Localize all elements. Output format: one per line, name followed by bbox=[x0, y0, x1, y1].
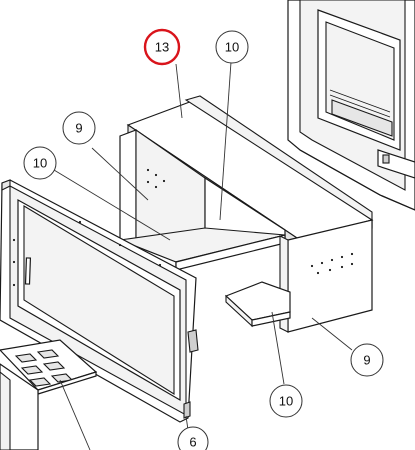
callout-10-bottom: 10 bbox=[269, 384, 303, 418]
callout-9-right: 9 bbox=[350, 343, 384, 377]
door-assembly bbox=[0, 179, 199, 423]
callout-9-left: 9 bbox=[62, 111, 96, 145]
callout-10-top: 10 bbox=[215, 30, 249, 64]
callout-9-left-label: 9 bbox=[75, 121, 82, 136]
callout-10-top-label: 10 bbox=[225, 40, 239, 55]
callout-6: 6 bbox=[177, 426, 209, 450]
grate-part bbox=[0, 339, 98, 450]
callout-13: 13 bbox=[143, 28, 181, 66]
callout-13-label: 13 bbox=[155, 40, 169, 55]
bottom-plate bbox=[224, 281, 291, 328]
callout-10-left-label: 10 bbox=[33, 156, 47, 171]
callout-10-left: 10 bbox=[23, 146, 57, 180]
fireplace-insert bbox=[287, 0, 415, 211]
callout-6-label: 6 bbox=[189, 435, 196, 450]
leader-lines bbox=[53, 61, 353, 450]
callout-13-highlight-ring bbox=[143, 28, 181, 66]
callout-10-bottom-label: 10 bbox=[279, 394, 293, 409]
callout-9-right-label: 9 bbox=[363, 353, 370, 368]
